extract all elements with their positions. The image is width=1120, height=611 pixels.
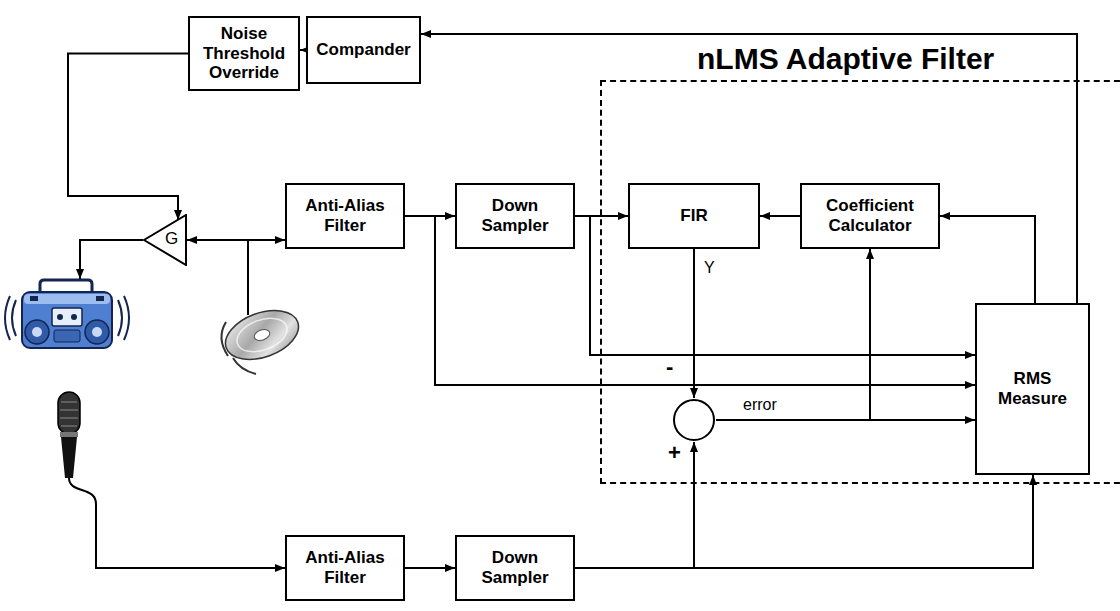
signal-name: Y bbox=[703, 258, 716, 277]
speaker-wire bbox=[80, 240, 143, 279]
boombox-panel bbox=[54, 330, 80, 342]
motion-line bbox=[12, 300, 16, 336]
box-label: Noise Threshold Override bbox=[198, 24, 290, 83]
speaker bbox=[85, 320, 109, 344]
cd-wire bbox=[247, 240, 249, 315]
process-box: Compander bbox=[306, 16, 421, 84]
cassette-reel bbox=[57, 314, 63, 320]
motion-line bbox=[118, 300, 122, 336]
signal-connector bbox=[575, 475, 1033, 568]
box-label: Anti-Alias Filter bbox=[295, 196, 395, 235]
process-box: RMS Measure bbox=[975, 303, 1090, 475]
signal-connector bbox=[405, 567, 455, 569]
cd-illustration bbox=[219, 301, 305, 374]
process-box: FIR bbox=[628, 183, 760, 249]
compact-disc bbox=[219, 301, 305, 368]
process-box: Coefficient Calculator bbox=[800, 183, 940, 249]
summing-outline bbox=[674, 400, 714, 440]
process-box: Noise Threshold Override bbox=[188, 16, 300, 91]
motion-line bbox=[5, 296, 10, 340]
signal-connector bbox=[187, 239, 285, 241]
gain-label: G bbox=[165, 229, 178, 249]
grille-lines bbox=[60, 402, 78, 426]
microphone-handle bbox=[61, 437, 77, 478]
sign-label: - bbox=[666, 358, 673, 376]
amplifier-outline bbox=[144, 215, 186, 265]
signal-wires bbox=[69, 240, 285, 568]
signal-connector bbox=[760, 215, 800, 217]
boombox-top bbox=[24, 294, 110, 304]
boombox-button bbox=[96, 296, 104, 301]
box-label: Coefficient Calculator bbox=[810, 196, 930, 235]
summing-junction: -+ bbox=[672, 398, 716, 442]
cassette-reel bbox=[71, 314, 77, 320]
disc-track bbox=[232, 312, 291, 358]
cassette-window bbox=[52, 308, 82, 326]
disc-hub bbox=[253, 328, 271, 343]
process-box: Anti-Alias Filter bbox=[285, 535, 405, 601]
filter-region: FIRCoefficient Calculator-+RMS MeasurenL… bbox=[600, 80, 1120, 484]
microphone-illustration bbox=[58, 392, 80, 478]
speaker-cone bbox=[92, 327, 102, 337]
process-box: Anti-Alias Filter bbox=[285, 183, 405, 249]
process-box: Down Sampler bbox=[455, 535, 575, 601]
signal-connector bbox=[68, 54, 188, 221]
region-heading: nLMS Adaptive Filter bbox=[697, 42, 994, 76]
signal-connector bbox=[693, 249, 695, 398]
box-label: Compander bbox=[316, 40, 410, 60]
boombox-illustration bbox=[5, 280, 129, 348]
microphone-collar bbox=[60, 432, 78, 437]
motion-line bbox=[124, 296, 129, 340]
boombox-body bbox=[22, 292, 112, 348]
signal-connector bbox=[940, 216, 1035, 303]
microphone-grille bbox=[58, 392, 80, 434]
sign-label: + bbox=[668, 444, 681, 462]
signal-connector bbox=[716, 249, 870, 420]
box-label: Anti-Alias Filter bbox=[295, 548, 395, 587]
signal-connector bbox=[575, 442, 694, 568]
speaker bbox=[25, 320, 49, 344]
disc bbox=[219, 301, 305, 368]
box-label: Down Sampler bbox=[465, 548, 565, 587]
box-label: FIR bbox=[680, 206, 707, 226]
signal-connector bbox=[421, 34, 1077, 303]
amplifier-triangle: G bbox=[143, 214, 187, 266]
summing-outline bbox=[672, 398, 716, 442]
speaker-cone bbox=[32, 327, 42, 337]
microphone-cord bbox=[69, 478, 285, 568]
box-label: RMS Measure bbox=[988, 369, 1078, 408]
boombox-handle bbox=[40, 280, 92, 292]
box-label: Down Sampler bbox=[465, 196, 565, 235]
boombox-button bbox=[30, 296, 38, 301]
motion-line bbox=[233, 358, 256, 374]
signal-name: error bbox=[742, 395, 778, 414]
process-box: Down Sampler bbox=[455, 183, 575, 249]
